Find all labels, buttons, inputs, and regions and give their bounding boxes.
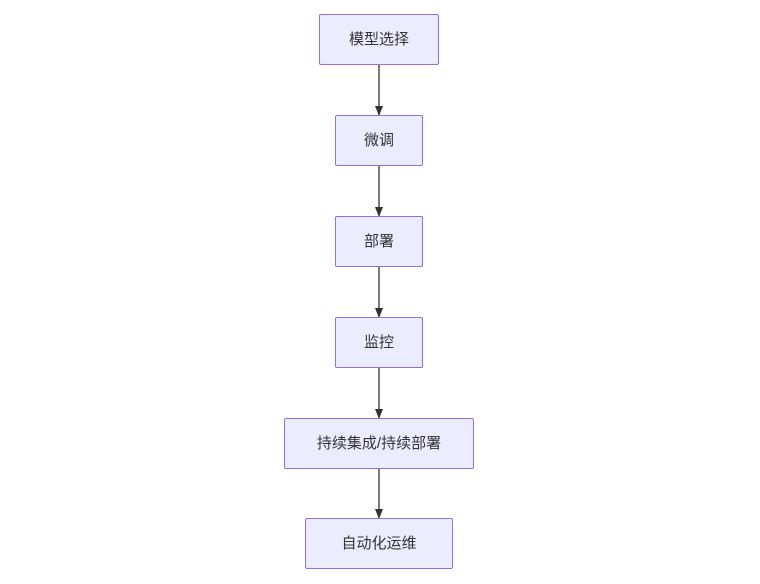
- flowchart-node-label: 持续集成/持续部署: [316, 435, 442, 452]
- flowchart-node-n5[interactable]: 持续集成/持续部署: [284, 418, 474, 469]
- flowchart-node-n2[interactable]: 微调: [335, 115, 423, 166]
- flowchart-node-label: 模型选择: [348, 31, 409, 48]
- flowchart-node-n3[interactable]: 部署: [335, 216, 423, 267]
- flowchart-node-label: 监控: [363, 334, 394, 351]
- flowchart-node-n4[interactable]: 监控: [335, 317, 423, 368]
- flowchart-node-label: 微调: [363, 132, 394, 149]
- flowchart-node-n6[interactable]: 自动化运维: [305, 518, 453, 569]
- flowchart-node-label: 部署: [363, 233, 394, 250]
- flowchart-node-n1[interactable]: 模型选择: [319, 14, 439, 65]
- flowchart-node-label: 自动化运维: [341, 535, 417, 552]
